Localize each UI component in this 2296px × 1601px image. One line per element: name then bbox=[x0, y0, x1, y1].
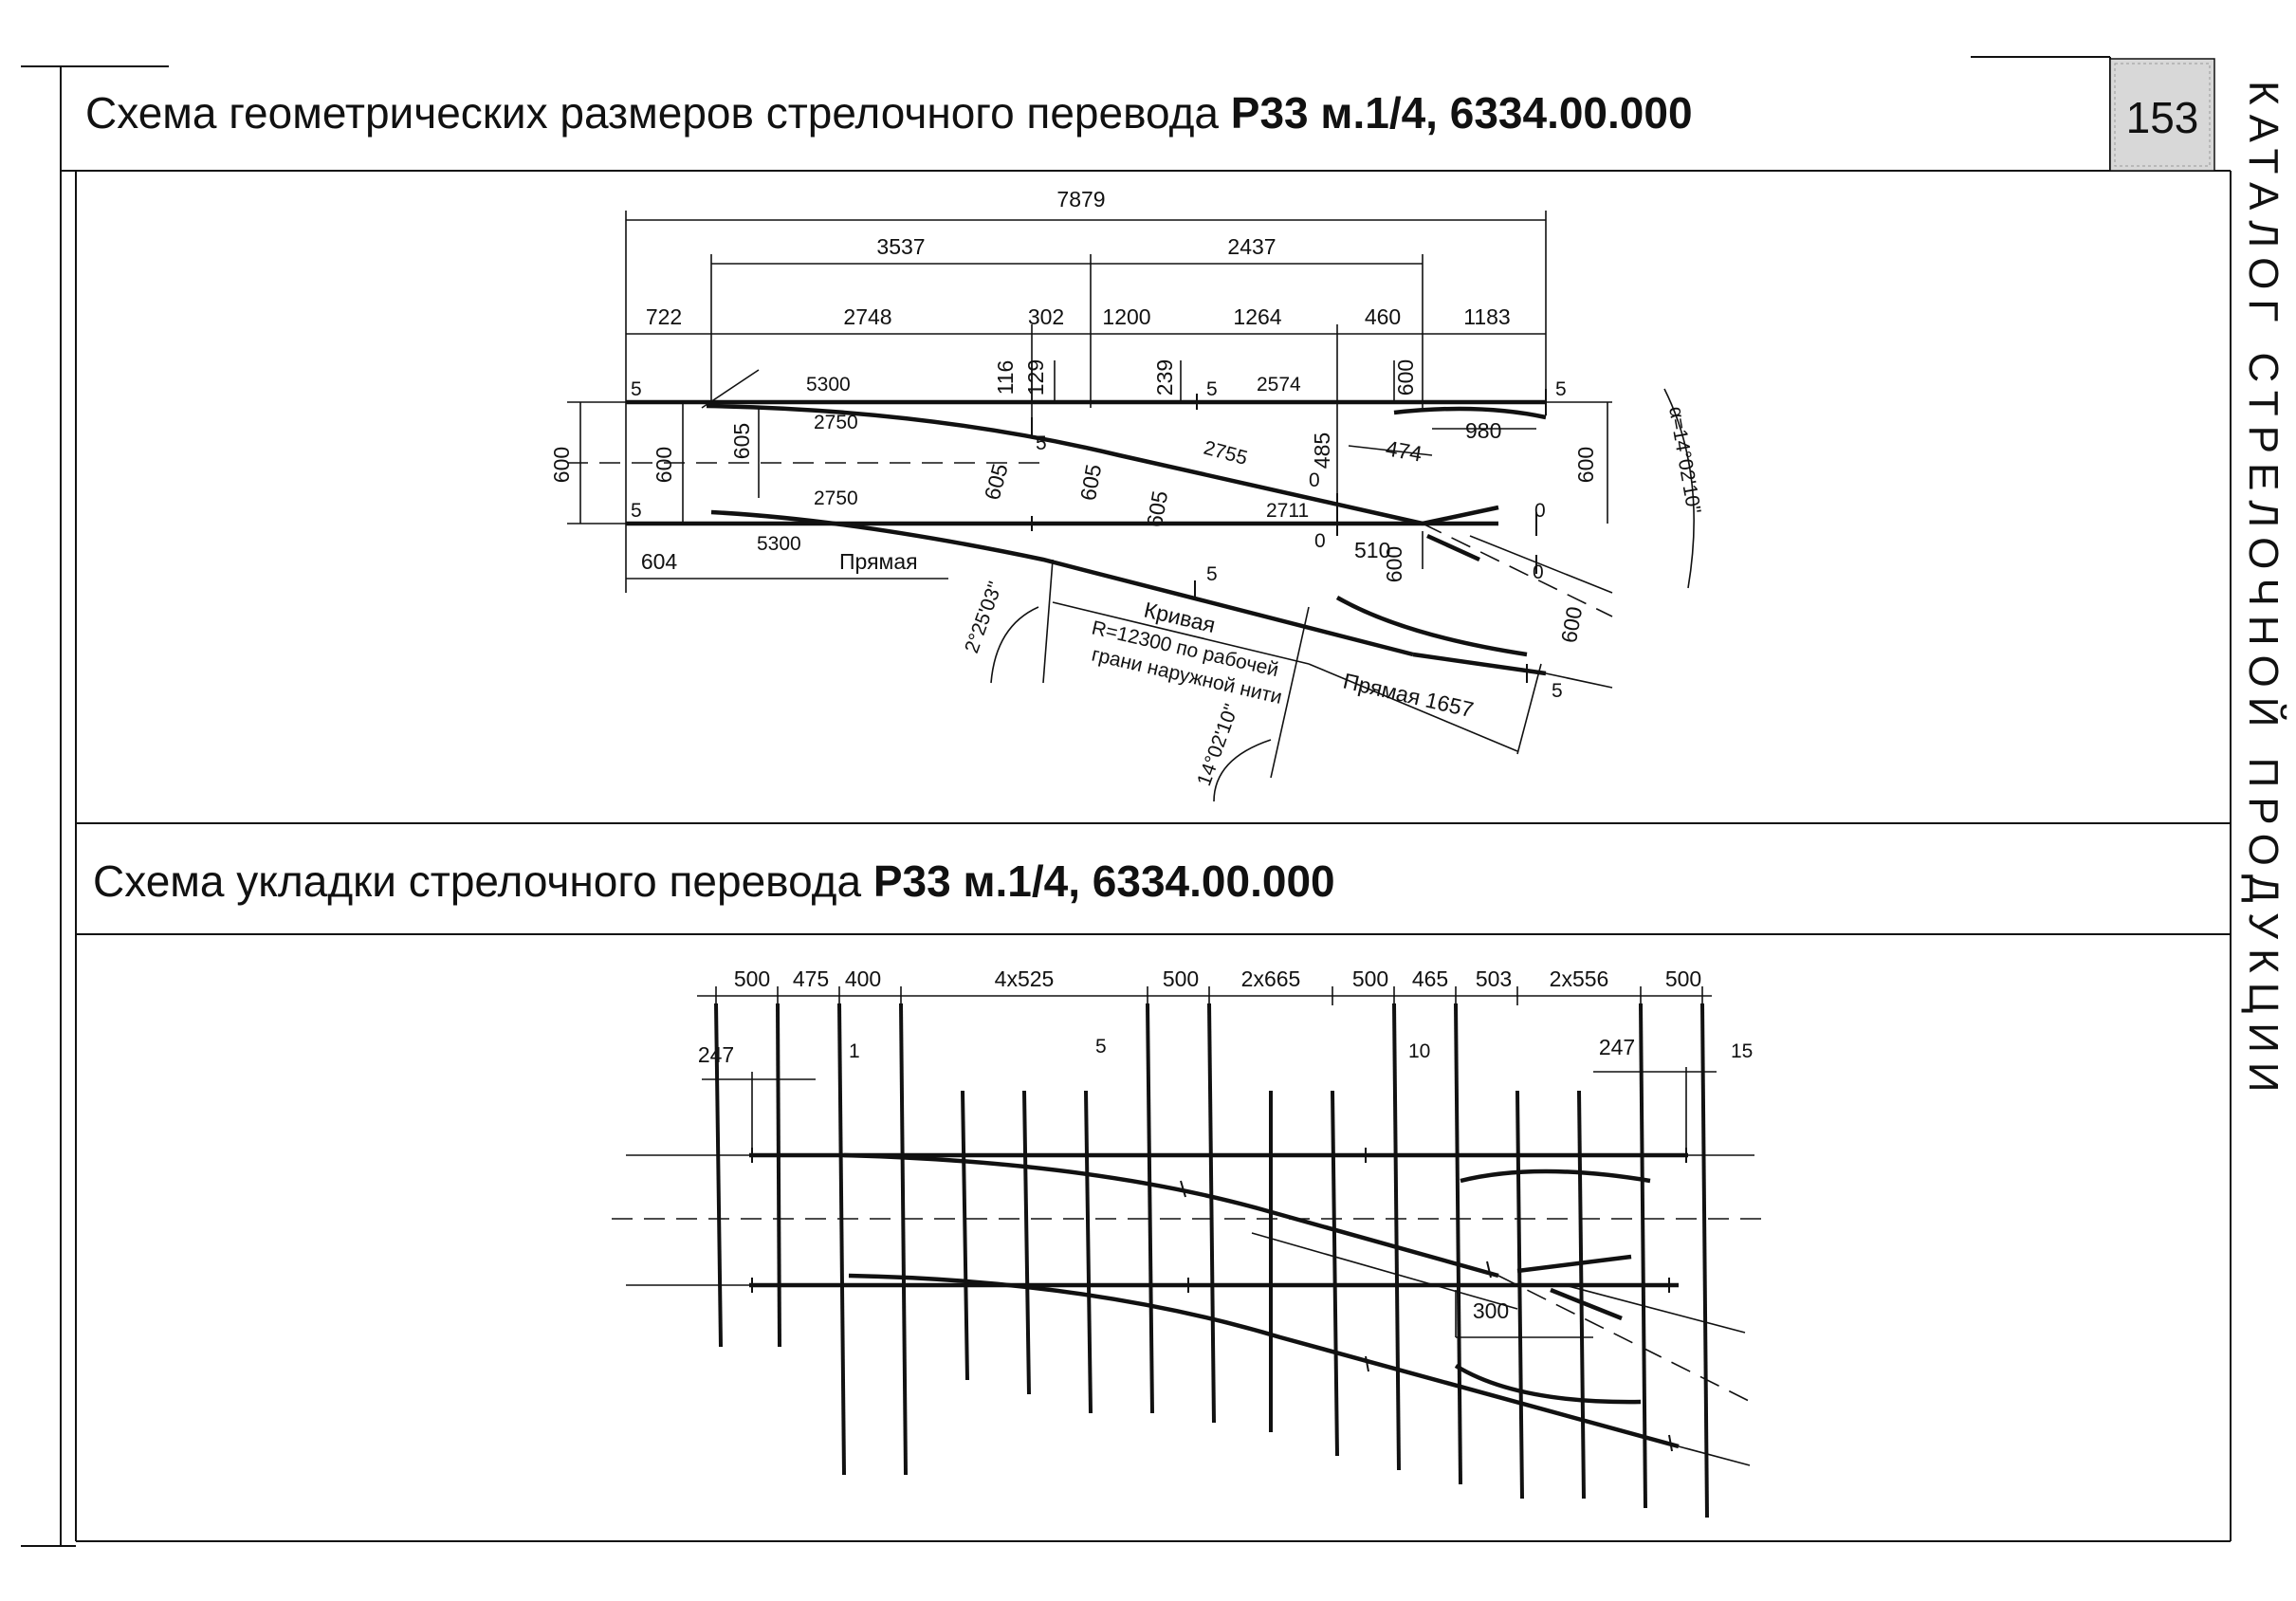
dim-total: 7879 bbox=[1056, 187, 1105, 212]
angle-alpha: α=14°02'10" bbox=[1664, 405, 1705, 516]
inner-zero-d: 0 bbox=[1533, 561, 1544, 583]
layout-dim-500-b: 500 bbox=[1163, 966, 1199, 991]
layout-dim-500-a: 500 bbox=[734, 966, 770, 991]
section2-title: Схема укладки стрелочного перевода Р33 м… bbox=[93, 856, 1335, 906]
dim-605-c: 605 bbox=[1075, 462, 1106, 502]
inner-2755: 2755 bbox=[1202, 437, 1250, 469]
dim-2748: 2748 bbox=[843, 304, 891, 329]
dim-485: 485 bbox=[1310, 432, 1334, 469]
layout-dim-400: 400 bbox=[845, 966, 881, 991]
straight-1657: Прямая 1657 bbox=[1341, 669, 1476, 723]
inner-2750-top: 2750 bbox=[814, 412, 858, 433]
sleepers bbox=[714, 1003, 1709, 1518]
geometry-diagram: 7879 3537 2437 722 2748 302 1200 1264 46… bbox=[549, 187, 1705, 802]
layout-wing-bottom bbox=[1454, 1364, 1642, 1405]
layout-dim-500-c: 500 bbox=[1352, 966, 1388, 991]
top-five-mark: 5 bbox=[1206, 378, 1218, 400]
layout-curved-rail bbox=[848, 1273, 1680, 1449]
inner-zero-c: 0 bbox=[1314, 530, 1326, 552]
layout-dim-2x556: 2x556 bbox=[1550, 966, 1609, 991]
dim-1264: 1264 bbox=[1233, 304, 1281, 329]
inner-five-a: 5 bbox=[1036, 432, 1047, 454]
dim-239: 239 bbox=[1152, 359, 1177, 396]
side-caption: КАТАЛОГ СТРЕЛОЧНОЙ ПРОДУКЦИИ bbox=[2240, 81, 2288, 1102]
dim-302: 302 bbox=[1028, 304, 1064, 329]
frog-point bbox=[1422, 505, 1499, 526]
inner-five-b: 5 bbox=[1206, 563, 1218, 585]
bottom-5300: 5300 bbox=[757, 533, 801, 555]
bottom-604: 604 bbox=[641, 549, 678, 574]
alpha-arc bbox=[1663, 388, 1695, 589]
top-5300: 5300 bbox=[806, 374, 851, 396]
dim-600-right: 600 bbox=[1573, 447, 1598, 483]
bottom-five-end: 5 bbox=[1552, 680, 1563, 702]
inner-2711: 2711 bbox=[1266, 500, 1309, 522]
page-frame bbox=[21, 56, 2232, 1547]
inner-510: 510 bbox=[1354, 538, 1390, 562]
inner-2750-bot: 2750 bbox=[814, 488, 858, 509]
sleeper-num-10: 10 bbox=[1408, 1040, 1430, 1062]
bottom-straight: Прямая bbox=[839, 549, 918, 574]
sleeper-num-5: 5 bbox=[1095, 1036, 1107, 1058]
curved-outer-rail bbox=[710, 509, 1414, 657]
page-number: 153 bbox=[2126, 93, 2199, 142]
switch-rail-curve bbox=[706, 403, 1424, 526]
section1-title: Схема геометрических размеров стрелочног… bbox=[85, 88, 1693, 138]
layout-dim-300: 300 bbox=[1473, 1298, 1509, 1323]
layout-dim-465: 465 bbox=[1412, 966, 1448, 991]
layout-dim-500-d: 500 bbox=[1665, 966, 1701, 991]
angle-frog: 14°02'10" bbox=[1193, 701, 1242, 788]
dim-600-diag: 600 bbox=[1556, 604, 1587, 644]
dim-605-a: 605 bbox=[729, 423, 754, 459]
inner-zero-b: 0 bbox=[1534, 500, 1546, 522]
frog-angle-arc bbox=[1213, 739, 1272, 802]
top-five-right: 5 bbox=[1555, 378, 1567, 400]
page-number-box: 153 bbox=[2109, 58, 2215, 172]
layout-dim-503: 503 bbox=[1476, 966, 1512, 991]
dim-600-low: 600 bbox=[1382, 546, 1406, 582]
dim-460: 460 bbox=[1365, 304, 1401, 329]
layout-dim-2x665: 2x665 bbox=[1241, 966, 1301, 991]
wing-rail-bottom bbox=[1335, 596, 1528, 657]
dim-722: 722 bbox=[646, 304, 682, 329]
layout-scheme: 500 475 400 4x525 500 2x665 500 465 503 … bbox=[612, 966, 1764, 1518]
dim-1200: 1200 bbox=[1102, 304, 1150, 329]
layout-switch-rail bbox=[843, 1152, 1499, 1279]
inner-zero-a: 0 bbox=[1309, 469, 1320, 491]
top-five-left: 5 bbox=[631, 378, 642, 400]
top-2574: 2574 bbox=[1257, 374, 1301, 396]
dim-600-left-b: 600 bbox=[652, 447, 676, 483]
dim-600-top: 600 bbox=[1393, 359, 1418, 396]
layout-offset-right: 247 bbox=[1599, 1035, 1635, 1059]
bottom-five-left: 5 bbox=[631, 500, 642, 522]
layout-dim-475: 475 bbox=[793, 966, 829, 991]
wing-rail-top bbox=[1393, 406, 1547, 420]
sleeper-num-15: 15 bbox=[1731, 1040, 1753, 1062]
dim-3537: 3537 bbox=[876, 234, 925, 259]
layout-dim-4x525: 4x525 bbox=[995, 966, 1055, 991]
inner-980: 980 bbox=[1465, 418, 1501, 443]
dim-2437: 2437 bbox=[1227, 234, 1276, 259]
dim-116: 116 bbox=[993, 360, 1018, 396]
dim-605-b: 605 bbox=[980, 461, 1013, 503]
dim-1183: 1183 bbox=[1463, 304, 1510, 329]
dim-129: 129 bbox=[1023, 359, 1048, 396]
dim-600-left: 600 bbox=[549, 447, 574, 483]
sleeper-num-1: 1 bbox=[849, 1040, 860, 1062]
small-angle-arc bbox=[990, 606, 1039, 684]
layout-wing-top bbox=[1460, 1169, 1651, 1184]
